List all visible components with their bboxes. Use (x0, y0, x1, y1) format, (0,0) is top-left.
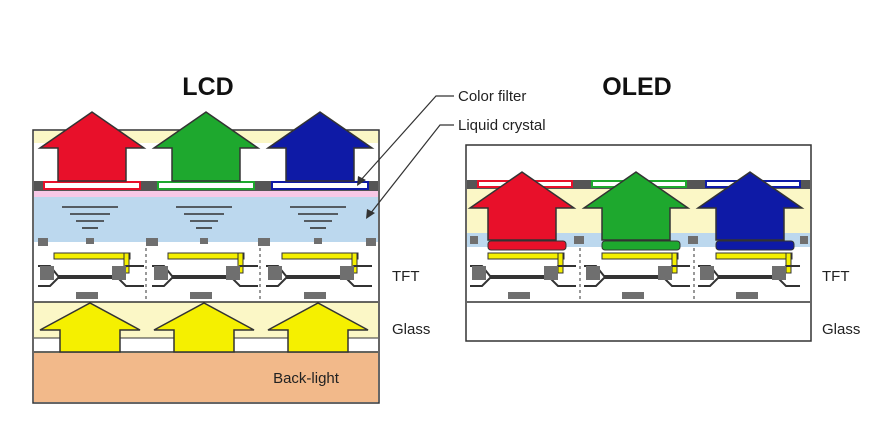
lcd-alignment-layer (34, 191, 378, 197)
lcd-red-arrow (37, 111, 147, 182)
lcd-panel: LCD (32, 73, 546, 404)
lcd-liquid-crystal (34, 197, 378, 242)
oled-spacers (470, 236, 808, 244)
oled-glass-label: Glass (822, 321, 860, 338)
lcd-spacers (38, 238, 376, 246)
oled-blue-arrow (695, 171, 805, 241)
lcd-backlight (34, 353, 378, 402)
liquid-crystal-leader (369, 124, 454, 215)
lcd-tft-label: TFT (392, 268, 420, 285)
liquid-crystal-label: Liquid crystal (458, 117, 546, 134)
lcd-glass-label: Glass (392, 321, 430, 338)
oled-blue-emitter (715, 240, 795, 251)
lcd-color-filter-green (157, 181, 255, 190)
oled-red-emitter (487, 240, 567, 251)
oled-title: OLED (602, 73, 671, 101)
lcd-backlight-arrows (39, 302, 369, 353)
oled-green-arrow (581, 171, 691, 241)
lcd-backlight-label: Back-light (273, 370, 340, 387)
oled-tft-transistors (470, 248, 800, 300)
lcd-color-filter-blue (271, 181, 369, 190)
lcd-tft-transistors (38, 248, 372, 300)
oled-red-arrow (467, 171, 577, 241)
color-filter-label: Color filter (458, 88, 526, 105)
oled-green-emitter (601, 240, 681, 251)
lcd-blue-arrow (265, 111, 375, 182)
lcd-color-filter-red (43, 181, 141, 190)
lcd-lc-molecules (62, 206, 346, 229)
oled-panel: OLED (465, 73, 860, 342)
color-filter-leader (359, 95, 454, 182)
lcd-green-arrow (151, 111, 261, 182)
lcd-title: LCD (182, 73, 233, 101)
oled-tft-label: TFT (822, 268, 850, 285)
